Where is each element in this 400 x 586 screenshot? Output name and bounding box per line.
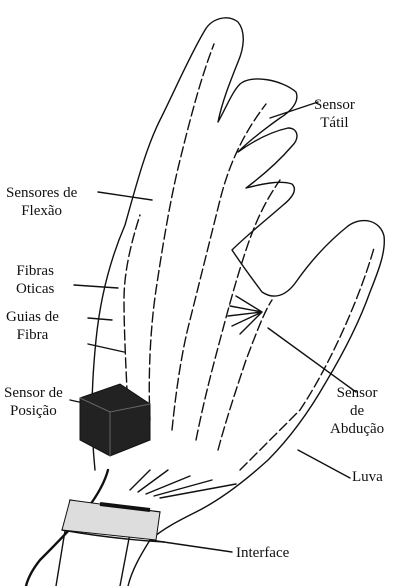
fiber-path-index [148, 43, 215, 421]
cable [24, 468, 110, 586]
fiber-path-little [217, 299, 273, 451]
fiber-path-middle [171, 103, 267, 431]
label-sensor-abducao: Sensor de Abdução [330, 384, 384, 438]
label-sensor-tatil-line2: Tátil [320, 115, 349, 131]
label-fibras-oticas-line1: Fibras [16, 263, 54, 279]
position-sensor-block [79, 383, 151, 457]
label-sensores-flexao: Sensores de Flexão [6, 184, 77, 220]
fiber-path-ring [195, 179, 281, 441]
leader-sensor-abducao [267, 327, 357, 393]
leader-fibras-oticas [73, 284, 119, 289]
label-sensor-posicao-line1: Sensor de [4, 385, 63, 401]
label-sensores-flexao-line2: Flexão [21, 203, 63, 219]
glove-outline [91, 17, 385, 586]
label-sensor-tatil-line1: Sensor [314, 97, 355, 113]
label-guias-fibra-line1: Guias de [6, 309, 59, 325]
leader-luva [297, 449, 351, 479]
label-sensor-abducao-line2: de [349, 403, 365, 419]
leader-guias-fibra [87, 317, 125, 353]
label-sensor-abducao-line3: Abdução [330, 421, 385, 437]
label-fibras-oticas: Fibras Oticas [16, 262, 54, 298]
leader-interface [149, 539, 233, 553]
label-sensor-posicao: Sensor de Posição [4, 384, 63, 420]
label-sensor-abducao-line1: Sensor [336, 385, 378, 401]
abduction-fan [227, 295, 263, 335]
label-sensor-tatil: Sensor Tátil [314, 96, 355, 132]
fiber-path-extra [123, 214, 141, 411]
label-sensores-flexao-line1: Sensores de [6, 185, 78, 201]
label-sensor-posicao-line2: Posição [10, 403, 57, 419]
fiber-bundle [129, 469, 237, 499]
fiber-path-thumb [239, 247, 375, 471]
leader-sensores-flexao [97, 191, 153, 201]
label-guias-fibra-line2: Fibra [16, 327, 49, 343]
label-guias-fibra: Guias de Fibra [6, 308, 59, 344]
interface-block [61, 499, 161, 541]
label-fibras-oticas-line2: Oticas [16, 281, 55, 297]
label-luva: Luva [352, 469, 383, 485]
label-interface: Interface [236, 545, 290, 561]
leader-sensor-tatil [269, 101, 319, 119]
